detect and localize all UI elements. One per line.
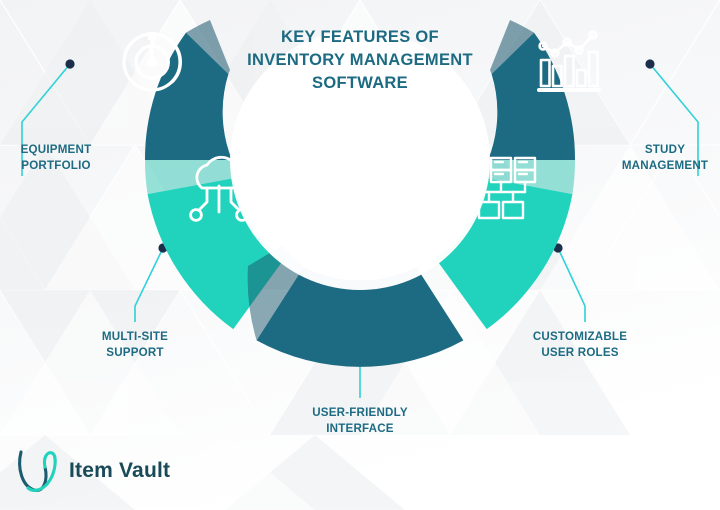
label-equipment-portfolio: EQUIPMENT PORTFOLIO [0,142,112,174]
cloud-network-icon [189,155,249,222]
connector-equipment-portfolio [21,63,71,176]
label-customizable-user-roles-line2: USER ROLES [541,346,619,359]
bar-line-chart-icon [537,30,601,92]
label-customizable-user-roles-line1: CUSTOMIZABLE [532,330,628,343]
mobile-package-icon [338,204,382,276]
connector-study-management [649,63,699,176]
radar-target-icon [122,32,182,92]
connector-multi-site-support [134,247,164,322]
label-user-friendly-interface-line1: USER-FRIENDLY [312,406,408,419]
connector-customizable-user-roles [557,247,586,322]
label-user-friendly-interface-line2: INTERFACE [326,422,394,435]
donut-center-circle [230,30,490,290]
page-title-line2: INVENTORY MANAGEMENT [247,51,473,69]
brand-name: Item Vault [69,459,171,482]
connector-dot-study-management [645,59,655,69]
page-title-line1: KEY FEATURES OF [281,28,439,46]
label-equipment-portfolio-line1: EQUIPMENT [20,143,92,156]
label-study-management: STUDY MANAGEMENT [610,142,720,174]
label-study-management-line2: MANAGEMENT [621,159,709,172]
label-user-friendly-interface: USER-FRIENDLY INTERFACE [292,405,428,437]
v-ribbon-logo-icon [18,450,57,492]
label-customizable-user-roles: CUSTOMIZABLE USER ROLES [507,329,653,361]
page-title: KEY FEATURES OF INVENTORY MANAGEMENT SOF… [232,26,488,95]
page-title-line3: SOFTWARE [312,74,408,92]
connector-dot-equipment-portfolio [65,59,75,69]
label-multi-site-support: MULTI-SITE SUPPORT [72,329,198,361]
label-multi-site-support-line1: MULTI-SITE [101,330,169,343]
donut-segment-equipment-portfolio[interactable] [144,20,232,160]
donut-segment-customizable-user-roles[interactable] [435,160,576,330]
label-equipment-portfolio-line2: PORTFOLIO [21,159,91,172]
label-study-management-line1: STUDY [644,143,686,156]
donut-segment-study-management[interactable] [488,20,576,160]
brand-logo: Item Vault [14,446,170,496]
server-hierarchy-icon [465,156,537,220]
label-multi-site-support-line2: SUPPORT [106,346,164,359]
